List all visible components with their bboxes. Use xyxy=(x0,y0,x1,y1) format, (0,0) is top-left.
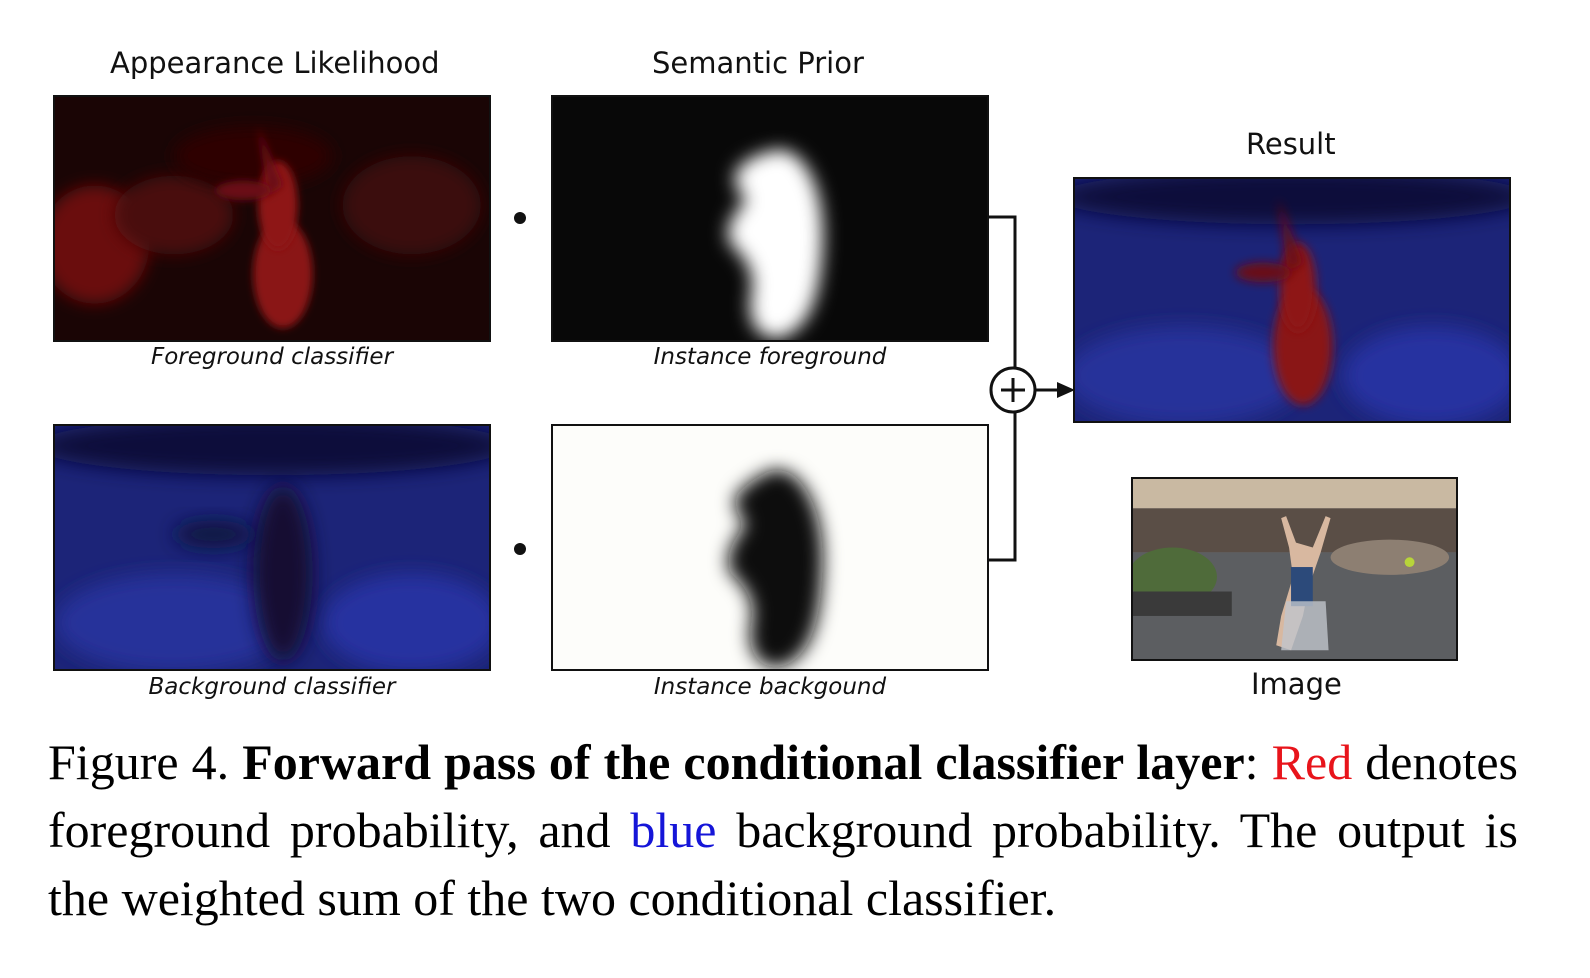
header-semantic-prior: Semantic Prior xyxy=(652,46,864,80)
background-classifier-panel xyxy=(53,424,491,671)
result-probability-map xyxy=(1075,179,1509,421)
dancer-photo xyxy=(1133,479,1456,659)
caption-instance-background: Instance backgound xyxy=(653,674,887,700)
result-panel xyxy=(1073,177,1511,423)
instance-foreground-mask xyxy=(553,97,987,340)
caption-red-word: Red xyxy=(1271,734,1353,790)
caption-colon: : xyxy=(1244,734,1259,790)
input-image-panel xyxy=(1131,477,1458,661)
foreground-classifier-panel xyxy=(53,95,491,342)
caption-title: Forward pass of the conditional classifi… xyxy=(242,734,1245,790)
plus-circle-icon xyxy=(989,366,1037,414)
caption-label: Figure 4. xyxy=(48,734,230,790)
instance-background-panel xyxy=(551,424,989,671)
caption-blue-word: blue xyxy=(630,802,717,858)
sum-connector xyxy=(989,215,1075,562)
caption-image: Image xyxy=(1251,667,1342,701)
foreground-likelihood-map xyxy=(55,97,489,340)
header-appearance-likelihood: Appearance Likelihood xyxy=(110,46,440,80)
dot-operator-icon xyxy=(514,212,526,224)
background-likelihood-map xyxy=(55,426,489,669)
caption-text-2: background probability. The output is th… xyxy=(48,802,1518,926)
caption-text-1: denotes foreground probability, and xyxy=(48,734,1519,858)
caption-instance-foreground: Instance foreground xyxy=(653,344,887,370)
arrow-head-icon xyxy=(1057,382,1075,398)
dot-operator-icon xyxy=(514,543,526,555)
header-result: Result xyxy=(1246,127,1336,161)
caption-background-classifier: Background classifier xyxy=(148,674,396,700)
figure-caption: Figure 4. Forward pass of the conditiona… xyxy=(48,728,1518,932)
instance-background-mask xyxy=(553,426,987,669)
caption-foreground-classifier: Foreground classifier xyxy=(150,344,394,370)
instance-foreground-panel xyxy=(551,95,989,342)
